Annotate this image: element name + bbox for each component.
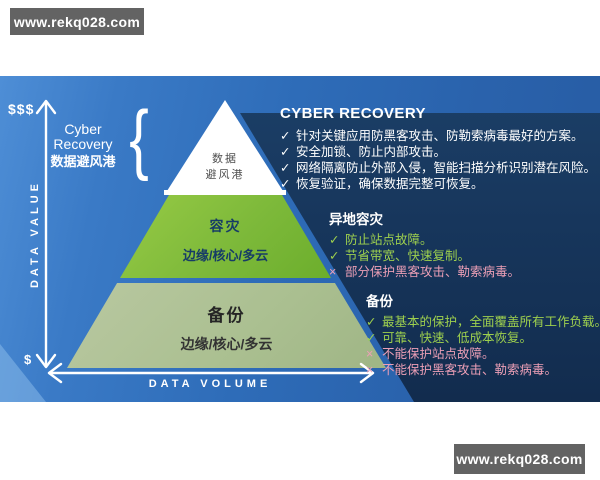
section-cyber-recovery: CYBER RECOVERY ✓ 针对关键应用防黑客攻击、防勒索病毒最好的方案。… — [280, 105, 596, 192]
data-value-axis-label: DATA VALUE — [29, 179, 41, 289]
list-item-text: 最基本的保护，全面覆盖所有工作负载。 — [382, 315, 600, 329]
tier3-subtitle: 边缘/核心/多云 — [180, 336, 273, 352]
watermark-top-left: www.rekq028.com — [10, 8, 144, 35]
list-item: ✓ 恢复验证，确保数据完整可恢复。 — [280, 176, 596, 192]
tier2-subtitle: 边缘/核心/多云 — [182, 247, 269, 263]
watermark-bottom-right: www.rekq028.com — [454, 444, 585, 474]
list-item-text: 针对关键应用防黑客攻击、防勒索病毒最好的方案。 — [296, 129, 584, 143]
pyramid-tier-backup: 备份 边缘/核心/多云 — [67, 283, 386, 368]
value-low-label: $ — [24, 352, 32, 367]
x-icon: × — [366, 347, 374, 361]
list-item: ✓ 针对关键应用防黑客攻击、防勒索病毒最好的方案。 — [280, 128, 596, 144]
watermark-text: www.rekq028.com — [456, 451, 583, 467]
x-icon: × — [366, 363, 374, 377]
section-title: CYBER RECOVERY — [280, 105, 426, 122]
list-item-text: 网络隔离防止外部入侵，智能扫描分析识别潜在风险。 — [296, 161, 597, 175]
callout-title: Cyber Recovery — [53, 121, 113, 152]
list-item-text: 恢复验证，确保数据完整可恢复。 — [296, 177, 484, 191]
check-icon: ✓ — [280, 161, 291, 175]
list-item-text: 不能保护站点故障。 — [382, 347, 495, 361]
list-item: × 不能保护黑客攻击、勒索病毒。 — [366, 362, 598, 378]
watermark-text: www.rekq028.com — [13, 13, 141, 30]
value-high-label: $$$ — [8, 101, 35, 117]
section-backup: 备份 ✓ 最基本的保护，全面覆盖所有工作负载。 ✓ 可靠、快速、低成本恢复。 ×… — [366, 290, 600, 378]
list-item: ✓ 最基本的保护，全面覆盖所有工作负载。 — [366, 314, 600, 330]
tier-divider — [164, 190, 286, 195]
list-item-text: 安全加锁、防止内部攻击。 — [296, 145, 447, 159]
list-item: ✓ 安全加锁、防止内部攻击。 — [280, 144, 596, 160]
list-item: ✓ 网络隔离防止外部入侵，智能扫描分析识别潜在风险。 — [280, 160, 596, 176]
list-item-text: 节省带宽、快速复制。 — [345, 249, 471, 263]
brace-icon: { — [129, 94, 149, 182]
list-item: ✓ 防止站点故障。 — [329, 232, 597, 248]
tier2-title: 容灾 — [209, 217, 242, 234]
tier1-label-line2: 避风港 — [205, 169, 245, 181]
list-item: × 部分保护黑客攻击、勒索病毒。 — [329, 264, 597, 280]
section-remote-disaster-recovery: 异地容灾 ✓ 防止站点故障。 ✓ 节省带宽、快速复制。 × 部分保护黑客攻击、勒… — [329, 208, 597, 280]
callout-subtitle: 数据避风港 — [50, 154, 116, 169]
list-item: ✓ 可靠、快速、低成本恢复。 — [366, 330, 598, 346]
check-icon: ✓ — [280, 129, 291, 143]
list-item-text: 部分保护黑客攻击、勒索病毒。 — [345, 265, 521, 279]
list-item-text: 不能保护黑客攻击、勒索病毒。 — [382, 363, 558, 377]
check-icon: ✓ — [366, 331, 377, 345]
check-icon: ✓ — [329, 233, 340, 247]
tier1-label-line1: 数据 — [212, 153, 238, 165]
list-item: ✓ 节省带宽、快速复制。 — [329, 248, 597, 264]
check-icon: ✓ — [280, 145, 291, 159]
list-item: × 不能保护站点故障。 — [366, 346, 598, 362]
check-icon: ✓ — [280, 177, 291, 191]
section-title: 备份 — [366, 294, 393, 309]
tier3-title: 备份 — [207, 306, 246, 325]
list-item-text: 可靠、快速、低成本恢复。 — [382, 331, 533, 345]
check-icon: ✓ — [329, 249, 340, 263]
section-title: 异地容灾 — [329, 212, 383, 227]
cyber-recovery-callout: Cyber Recovery 数据避风港 — [40, 121, 126, 170]
x-icon: × — [329, 265, 337, 279]
check-icon: ✓ — [366, 315, 377, 329]
list-item-text: 防止站点故障。 — [345, 233, 433, 247]
data-volume-axis-label: DATA VOLUME — [148, 378, 272, 390]
